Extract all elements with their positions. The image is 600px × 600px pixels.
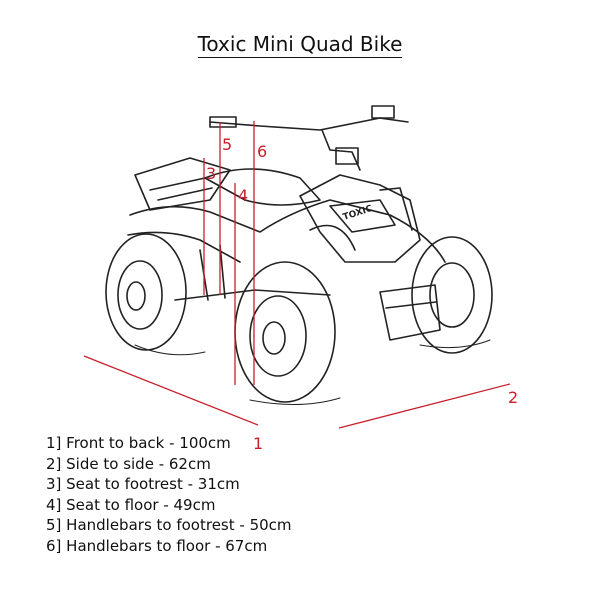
quad-bike-illustration [105,105,493,405]
dimensions-legend: 1] Front to back - 100cm 2] Side to side… [46,433,292,556]
dimension-label-5: 5 [222,135,233,154]
dimension-line-2 [338,383,511,429]
legend-item: 1] Front to back - 100cm [46,434,231,452]
dimension-label-6: 6 [257,142,268,161]
legend-item: 6] Handlebars to floor - 67cm [46,536,268,555]
dimension-lines [83,121,511,429]
dimension-line-1 [83,355,259,426]
legend-item: 5] Handlebars to footrest - 50cm [46,516,292,534]
legend-item: 3] Seat to footrest - 31cm [46,475,240,493]
dimension-label-2: 2 [508,388,519,407]
legend-item: 2] Side to side - 62cm [46,454,211,473]
dimension-label-4: 4 [238,186,249,205]
dimension-label-1: 1 [253,434,264,453]
diagram-title: Toxic Mini Quad Bike [197,32,403,58]
dimension-label-3: 3 [206,164,217,183]
legend-item: 4] Seat to floor - 49cm [46,495,216,514]
